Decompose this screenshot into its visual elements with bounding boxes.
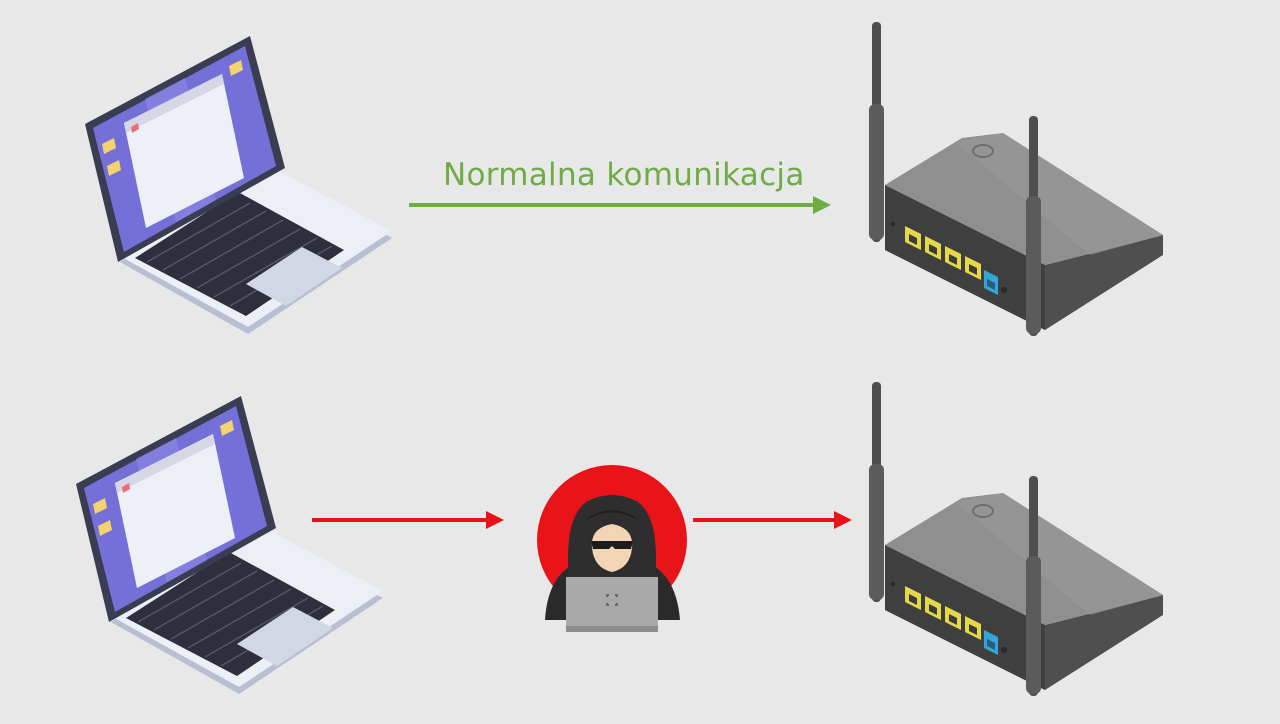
- router-icon: [868, 21, 1164, 337]
- hacker-icon: [537, 465, 687, 632]
- attack-arrow-out: [693, 511, 852, 529]
- attack-arrow-in: [312, 511, 504, 529]
- normal-arrow: [409, 196, 831, 214]
- router-icon: [868, 381, 1164, 697]
- normal-communication-label: Normalna komunikacja: [443, 157, 805, 193]
- laptop-icon: [84, 35, 393, 335]
- laptop-icon: [75, 395, 384, 695]
